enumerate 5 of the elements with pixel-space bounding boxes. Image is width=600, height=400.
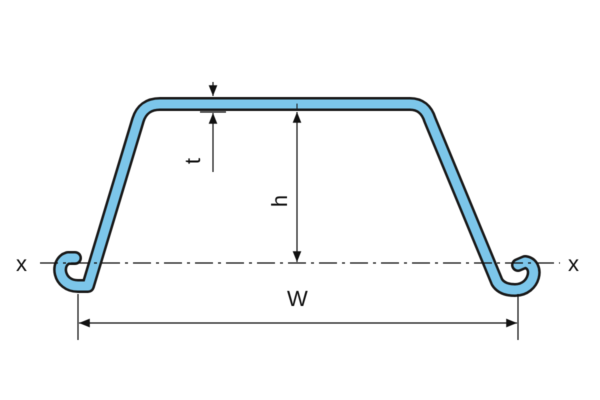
dimension-label: t (182, 158, 204, 164)
axis-label: x (16, 253, 27, 275)
dimension-label: W (287, 288, 308, 310)
axis-label: x (568, 253, 579, 275)
dimension-label: h (269, 194, 292, 208)
